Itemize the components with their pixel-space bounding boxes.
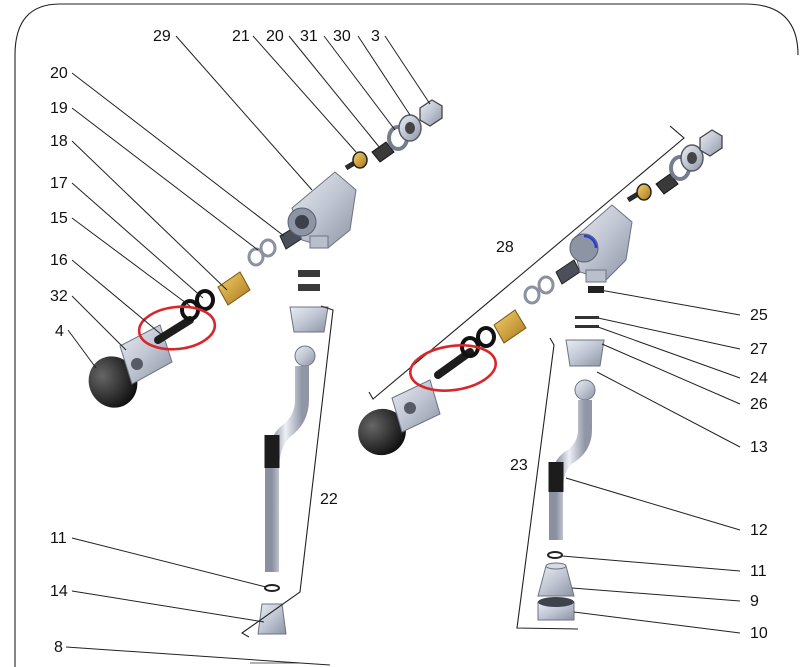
callout-29: 29 bbox=[153, 28, 171, 45]
callout-20-top: 20 bbox=[266, 28, 284, 45]
spout-ring-b bbox=[298, 284, 320, 291]
nozzle-part-14 bbox=[257, 603, 287, 635]
spindle-part-16 bbox=[154, 316, 194, 344]
callout-17: 17 bbox=[50, 175, 68, 192]
callout-26: 26 bbox=[750, 396, 768, 413]
block-part-right bbox=[391, 379, 441, 433]
callout-23: 23 bbox=[510, 457, 528, 474]
spout-nut-part bbox=[289, 306, 329, 333]
brass-part-18 bbox=[217, 271, 251, 306]
oring-part-11-right bbox=[547, 551, 563, 559]
callout-8: 8 bbox=[54, 639, 63, 656]
knob-part-right bbox=[358, 408, 406, 456]
callout-24: 24 bbox=[750, 370, 768, 387]
callout-10: 10 bbox=[750, 625, 768, 642]
nozzle-part-9 bbox=[537, 565, 575, 597]
nut-part-21 bbox=[352, 151, 368, 169]
callout-25: 25 bbox=[750, 307, 768, 324]
callout-30: 30 bbox=[333, 28, 351, 45]
leader-lines bbox=[65, 35, 741, 666]
ring-part-17 bbox=[195, 289, 215, 311]
callout-21: 21 bbox=[232, 28, 250, 45]
spout-pipe-part-22 bbox=[265, 366, 309, 572]
callout-28: 28 bbox=[496, 239, 514, 256]
callout-19: 19 bbox=[50, 100, 68, 117]
callout-18: 18 bbox=[50, 133, 68, 150]
callout-9: 9 bbox=[750, 593, 759, 610]
spout-ring-a bbox=[298, 270, 320, 277]
left-assembly bbox=[88, 99, 443, 664]
callout-22: 22 bbox=[320, 491, 338, 508]
sheet-border bbox=[14, 3, 799, 667]
callout-20-left: 20 bbox=[50, 65, 68, 82]
nut-part-26 bbox=[565, 339, 605, 367]
callout-11-right: 11 bbox=[750, 563, 767, 580]
callout-27: 27 bbox=[750, 341, 768, 358]
knob-part-4 bbox=[88, 356, 138, 408]
bracket-23 bbox=[516, 337, 579, 630]
spout-ball-part bbox=[294, 345, 316, 367]
callout-15: 15 bbox=[50, 210, 68, 227]
part-25 bbox=[588, 286, 604, 293]
bracket-22 bbox=[240, 305, 334, 638]
callout-12: 12 bbox=[750, 522, 768, 539]
washer-part-19b bbox=[259, 238, 277, 258]
highlight-ellipse-right bbox=[409, 344, 497, 392]
callout-14: 14 bbox=[50, 583, 68, 600]
callout-32: 32 bbox=[50, 288, 68, 305]
bracket-28 bbox=[368, 125, 685, 400]
callout-16: 16 bbox=[50, 252, 68, 269]
highlight-ellipse-left bbox=[137, 305, 217, 351]
callout-13: 13 bbox=[750, 439, 768, 456]
spring-part-31 bbox=[371, 141, 395, 163]
callout-31: 31 bbox=[300, 28, 318, 45]
callout-11-left: 11 bbox=[50, 530, 67, 547]
right-assembly bbox=[358, 129, 723, 621]
nut-part-3 bbox=[419, 99, 443, 127]
ring-part-27 bbox=[575, 316, 599, 319]
ring-part-24 bbox=[575, 325, 599, 328]
brass-part-right bbox=[493, 309, 527, 344]
callout-3: 3 bbox=[371, 28, 380, 45]
callout-labels: 29 21 20 31 30 3 20 19 18 17 15 16 32 4 … bbox=[50, 28, 768, 656]
callout-4: 4 bbox=[55, 323, 64, 340]
ball-part-13 bbox=[574, 379, 596, 401]
oring-part-11-left bbox=[264, 584, 280, 592]
